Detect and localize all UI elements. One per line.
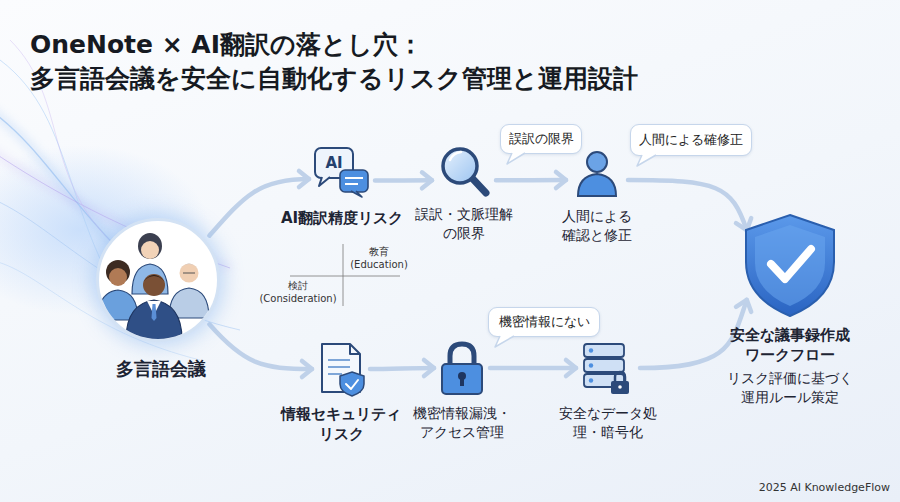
arrow-head <box>299 171 309 187</box>
document-icon <box>322 344 364 396</box>
bubble-text: 誤訳の限界 <box>509 131 574 147</box>
arrow-head <box>566 360 576 376</box>
node-caption: 多言語会議 <box>81 357 241 381</box>
connector <box>375 172 432 188</box>
people-icon <box>98 233 209 340</box>
speech-bubble: 人間による確修正 <box>630 124 752 156</box>
magnifier-icon <box>443 149 486 193</box>
axis-label: 検討 (Consideration) <box>254 279 342 305</box>
connector <box>209 324 312 377</box>
bubble-text: 機密情報にない <box>499 314 590 330</box>
bubble-text: 人間による確修正 <box>639 132 743 148</box>
node-heading: 多言語会議 <box>81 357 241 381</box>
node-heading: 人間による 確認と修正 <box>551 207 643 245</box>
connector <box>496 172 566 188</box>
speech-bubble: 機密情報にない <box>488 307 600 337</box>
connector <box>370 360 434 376</box>
connector-line <box>209 179 309 236</box>
arrow-head <box>736 300 751 312</box>
arrow-head <box>302 361 312 377</box>
ai-bubble-icon <box>315 148 368 197</box>
arrow-head <box>556 172 566 188</box>
node-caption: 情報セキュリティ リスク <box>274 404 409 444</box>
node-caption: AI翻訳精度リスク <box>257 208 427 228</box>
server-icon <box>584 344 629 394</box>
connector-line <box>370 368 434 369</box>
arrow-head <box>422 172 432 188</box>
node-caption: 安全なデータ処 理・暗号化 <box>552 404 664 442</box>
node-heading: 情報セキュリティ リスク <box>274 404 409 444</box>
bubble-tails <box>495 153 656 348</box>
connector-line <box>628 180 747 230</box>
node-heading: 誤訳・文脈理解 の限界 <box>408 205 520 243</box>
node-caption: 人間による 確認と修正 <box>551 207 643 245</box>
connector-line <box>209 324 312 369</box>
shield-icon <box>746 215 834 316</box>
node-body: リスク評価に基づく 運用ルール策定 <box>715 369 865 407</box>
connector-line <box>375 178 432 183</box>
connector-line <box>496 178 566 183</box>
lock-icon <box>442 344 482 394</box>
node-caption: 安全な議事録作成 ワークフローリスク評価に基づく 運用ルール策定 <box>715 325 865 407</box>
node-caption: 機密情報漏洩・ アクセス管理 <box>406 404 518 442</box>
connector-line <box>490 366 576 371</box>
speech-bubble: 誤訳の限界 <box>500 124 582 154</box>
node-heading: 安全な議事録作成 ワークフロー <box>715 325 865 365</box>
node-caption: 誤訳・文脈理解 の限界 <box>408 205 520 243</box>
footer-credit: 2025 AI KnowledgeFlow <box>740 481 890 495</box>
connector <box>628 180 751 230</box>
icon-text: AI <box>318 153 350 173</box>
connector <box>490 360 576 376</box>
node-heading: 安全なデータ処 理・暗号化 <box>552 404 664 442</box>
diagram-title: OneNote × AI翻訳の落とし穴： 多言語会議を安全に自動化するリスク管理… <box>30 28 730 96</box>
person-icon <box>578 152 616 196</box>
node-heading: AI翻訳精度リスク <box>257 208 427 228</box>
axis-label: 教育 (Education) <box>344 245 414 271</box>
node-heading: 機密情報漏洩・ アクセス管理 <box>406 404 518 442</box>
arrow-head <box>424 360 434 376</box>
